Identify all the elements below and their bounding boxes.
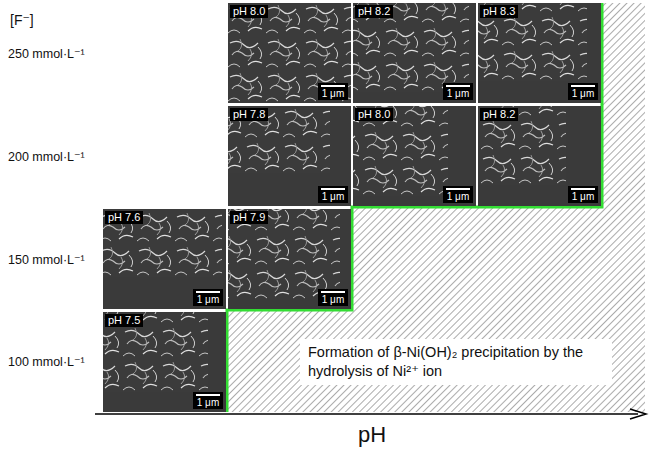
ph-label: pH 8.0 [230,5,268,18]
sem-texture [478,106,566,185]
ph-label: pH 8.2 [355,5,393,18]
ph-label: pH 8.3 [480,5,518,18]
scale-label: 1 μm [571,88,595,99]
scale-bar [446,85,470,87]
ph-label: pH 8.2 [480,108,518,121]
scale-bar [446,188,470,190]
scale-box: 1 μm [318,186,348,203]
sem-texture [228,106,330,173]
sem-panel: pH 7.9 1 μm [228,209,351,309]
sem-texture [478,3,587,81]
scale-bar [196,291,220,293]
scale-label: 1 μm [321,191,345,202]
scale-box: 1 μm [193,392,223,409]
axis-title: [F⁻] [10,12,34,28]
scale-label: 1 μm [571,191,595,202]
scale-box: 1 μm [318,83,348,100]
sem-panel: pH 8.0 1 μm [228,3,351,103]
scale-box: 1 μm [443,186,473,203]
sem-panel: pH 7.5 1 μm [103,312,226,412]
sem-texture [353,106,448,196]
sem-texture [228,3,351,103]
scale-label: 1 μm [196,294,220,305]
scale-label: 1 μm [321,88,345,99]
sem-panel: pH 7.8 1 μm [228,106,351,206]
ph-label: pH 7.8 [230,108,268,121]
sem-texture [228,209,340,300]
scale-label: 1 μm [321,294,345,305]
row-label: 200 mmol·L⁻¹ [8,149,85,164]
sem-texture [103,312,208,392]
scale-label: 1 μm [446,88,470,99]
ph-label: pH 8.0 [355,108,393,121]
scale-box: 1 μm [568,83,598,100]
scale-bar [571,85,595,87]
axis-label: pH [358,422,386,448]
sem-texture [103,209,222,277]
sem-texture [353,3,469,92]
scale-box: 1 μm [193,289,223,306]
scale-label: 1 μm [446,191,470,202]
row-label: 100 mmol·L⁻¹ [8,354,85,369]
scale-bar [321,85,345,87]
ph-axis [95,413,638,415]
sem-panel: pH 8.3 1 μm [478,3,601,103]
sem-panel: pH 8.2 1 μm [478,106,601,206]
scale-label: 1 μm [196,397,220,408]
scale-bar [321,291,345,293]
sem-panel: pH 7.6 1 μm [103,209,226,309]
scale-bar [571,188,595,190]
row-label: 150 mmol·L⁻¹ [8,252,85,267]
note-text: Formation of β-Ni(OH)₂ precipitation by … [308,343,604,381]
scale-box: 1 μm [568,186,598,203]
region-note: Formation of β-Ni(OH)₂ precipitation by … [300,339,612,385]
sem-panel: pH 8.2 1 μm [353,3,476,103]
scale-box: 1 μm [443,83,473,100]
ph-label: pH 7.5 [105,314,143,327]
row-label: 250 mmol·L⁻¹ [8,46,85,61]
scale-bar [196,394,220,396]
ph-label: pH 7.6 [105,211,143,224]
scale-box: 1 μm [318,289,348,306]
sem-panel: pH 8.0 1 μm [353,106,476,206]
scale-bar [321,188,345,190]
axis-arrowhead [630,409,646,419]
ph-label: pH 7.9 [230,211,268,224]
